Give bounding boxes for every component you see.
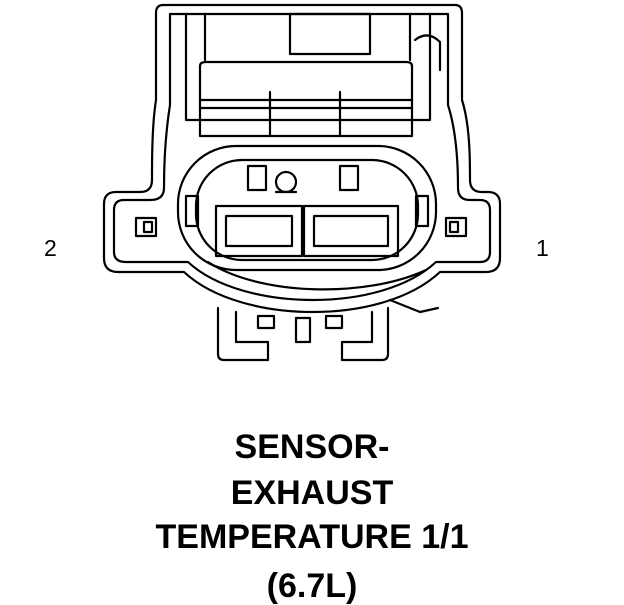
pin-label-right: 1 xyxy=(536,235,549,261)
post-left xyxy=(184,194,200,228)
terminal-1-outer xyxy=(302,204,400,258)
bottom-slot-left xyxy=(256,314,276,330)
terminal-2-outer xyxy=(214,204,304,258)
caption-line-3: TEMPERATURE 1/1 xyxy=(155,518,469,556)
caption-line-2: EXHAUST xyxy=(230,474,394,512)
cavity-tab-right xyxy=(338,164,360,192)
cavity-key xyxy=(274,170,298,194)
connector-face-drawing: 2 1 xyxy=(44,3,549,362)
side-latch-right-outer xyxy=(444,216,468,238)
bottom-slot-right xyxy=(324,314,344,330)
pin-label-left: 2 xyxy=(44,235,57,261)
bottom-tab-left xyxy=(216,306,270,362)
latch-top-frame xyxy=(184,12,432,122)
terminal-2-inner xyxy=(224,214,294,248)
cavity-tab-left xyxy=(246,164,268,192)
latch-window xyxy=(288,12,372,56)
bottom-sweep-line xyxy=(206,260,428,291)
bottom-tab-right xyxy=(340,306,390,362)
side-latch-left-outer xyxy=(134,216,158,238)
side-latch-left-inner xyxy=(142,220,154,234)
terminal-cavity-inner xyxy=(194,158,420,262)
caption-line-4: (6.7L) xyxy=(266,567,358,605)
lock-ramp xyxy=(198,60,414,138)
latch-curve xyxy=(413,34,442,72)
post-right xyxy=(414,194,430,228)
connector-housing-inner-outline xyxy=(112,12,492,302)
bottom-sweep-line-2 xyxy=(388,298,440,314)
caption-line-1: SENSOR- xyxy=(234,428,390,466)
terminal-cavity-outer xyxy=(176,144,438,272)
terminal-1-inner xyxy=(312,214,390,248)
connector-housing-outline xyxy=(102,3,502,314)
side-latch-right-inner xyxy=(448,220,460,234)
bottom-center-tab xyxy=(294,316,312,344)
